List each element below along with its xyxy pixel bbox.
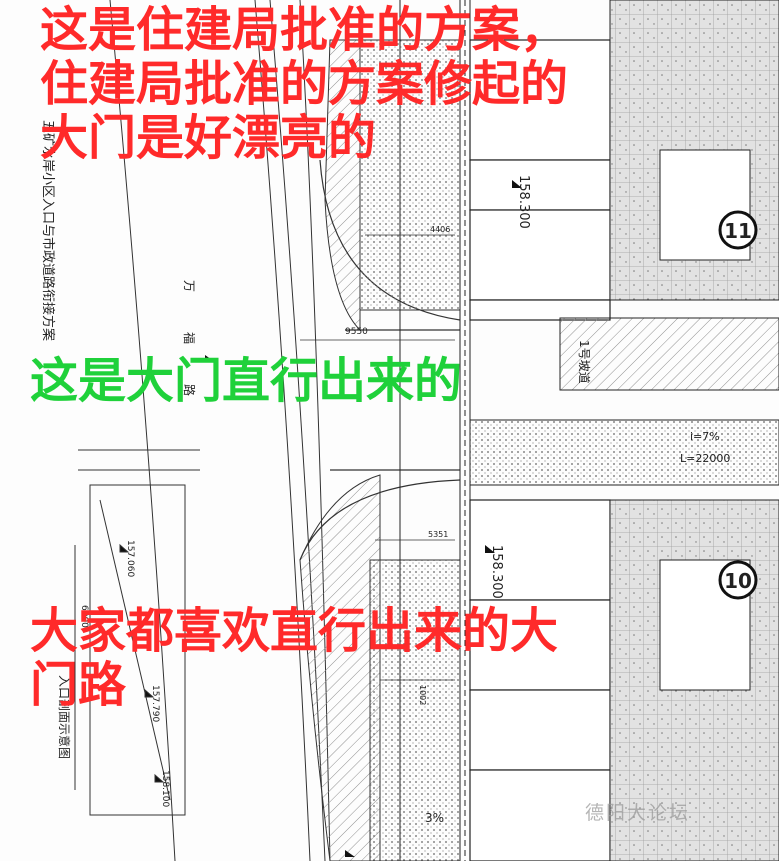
- elev-bottom: 158.300: [489, 545, 504, 599]
- building-10-label: 10: [724, 569, 752, 593]
- dot-fill-1: [359, 39, 461, 311]
- elev-side-1: 157.060: [125, 540, 135, 577]
- overlay-caption-top: 这是住建局批准的方案， 住建局批准的方案修起的 大门是好漂亮的: [40, 2, 569, 166]
- dim-9550: 9550: [345, 327, 368, 337]
- forum-watermark: 德阳大论坛: [585, 802, 691, 824]
- elev-top: 158.300: [516, 175, 531, 229]
- ramp-band-bottom: [469, 419, 779, 486]
- dot-fill-2: [369, 559, 461, 861]
- dim-1002: 1002: [418, 685, 427, 705]
- side-label: 入口剖面示意图: [57, 675, 72, 759]
- slope-3: 3%: [425, 811, 444, 825]
- unit-rooms: [469, 39, 611, 861]
- ramp-length: L=22000: [680, 452, 730, 465]
- dim-4406: 4406: [430, 225, 450, 234]
- elev-side-2: 157.790: [150, 685, 160, 722]
- dim-5351: 5351: [428, 530, 448, 539]
- building-11-label: 11: [724, 219, 752, 243]
- elev-side-3: 158.100: [160, 770, 170, 807]
- overlay-caption-middle: 这是大门直行出来的: [30, 353, 463, 409]
- ramp-label: 1号坡道: [577, 340, 591, 384]
- road-label: 万福路: [182, 280, 197, 436]
- section-diagram: [74, 449, 200, 816]
- building-11-circle: [718, 210, 758, 250]
- dim-6000: 6000: [79, 605, 89, 628]
- building-10-circle: [718, 560, 758, 600]
- entrance-arcs: [299, 159, 461, 561]
- overlay-caption-bottom: 大家都喜欢直行出来的大 门路: [30, 603, 559, 713]
- ramp-band-top: [559, 317, 779, 391]
- elevation-markers: [205, 180, 522, 857]
- vertical-title: 五矿水岸小区入口与市政道路衔接方案: [40, 120, 56, 341]
- ramp-slope: i=7%: [690, 430, 720, 443]
- plaza-hatch-bottom: [299, 474, 381, 861]
- dimension-lines: [300, 234, 455, 681]
